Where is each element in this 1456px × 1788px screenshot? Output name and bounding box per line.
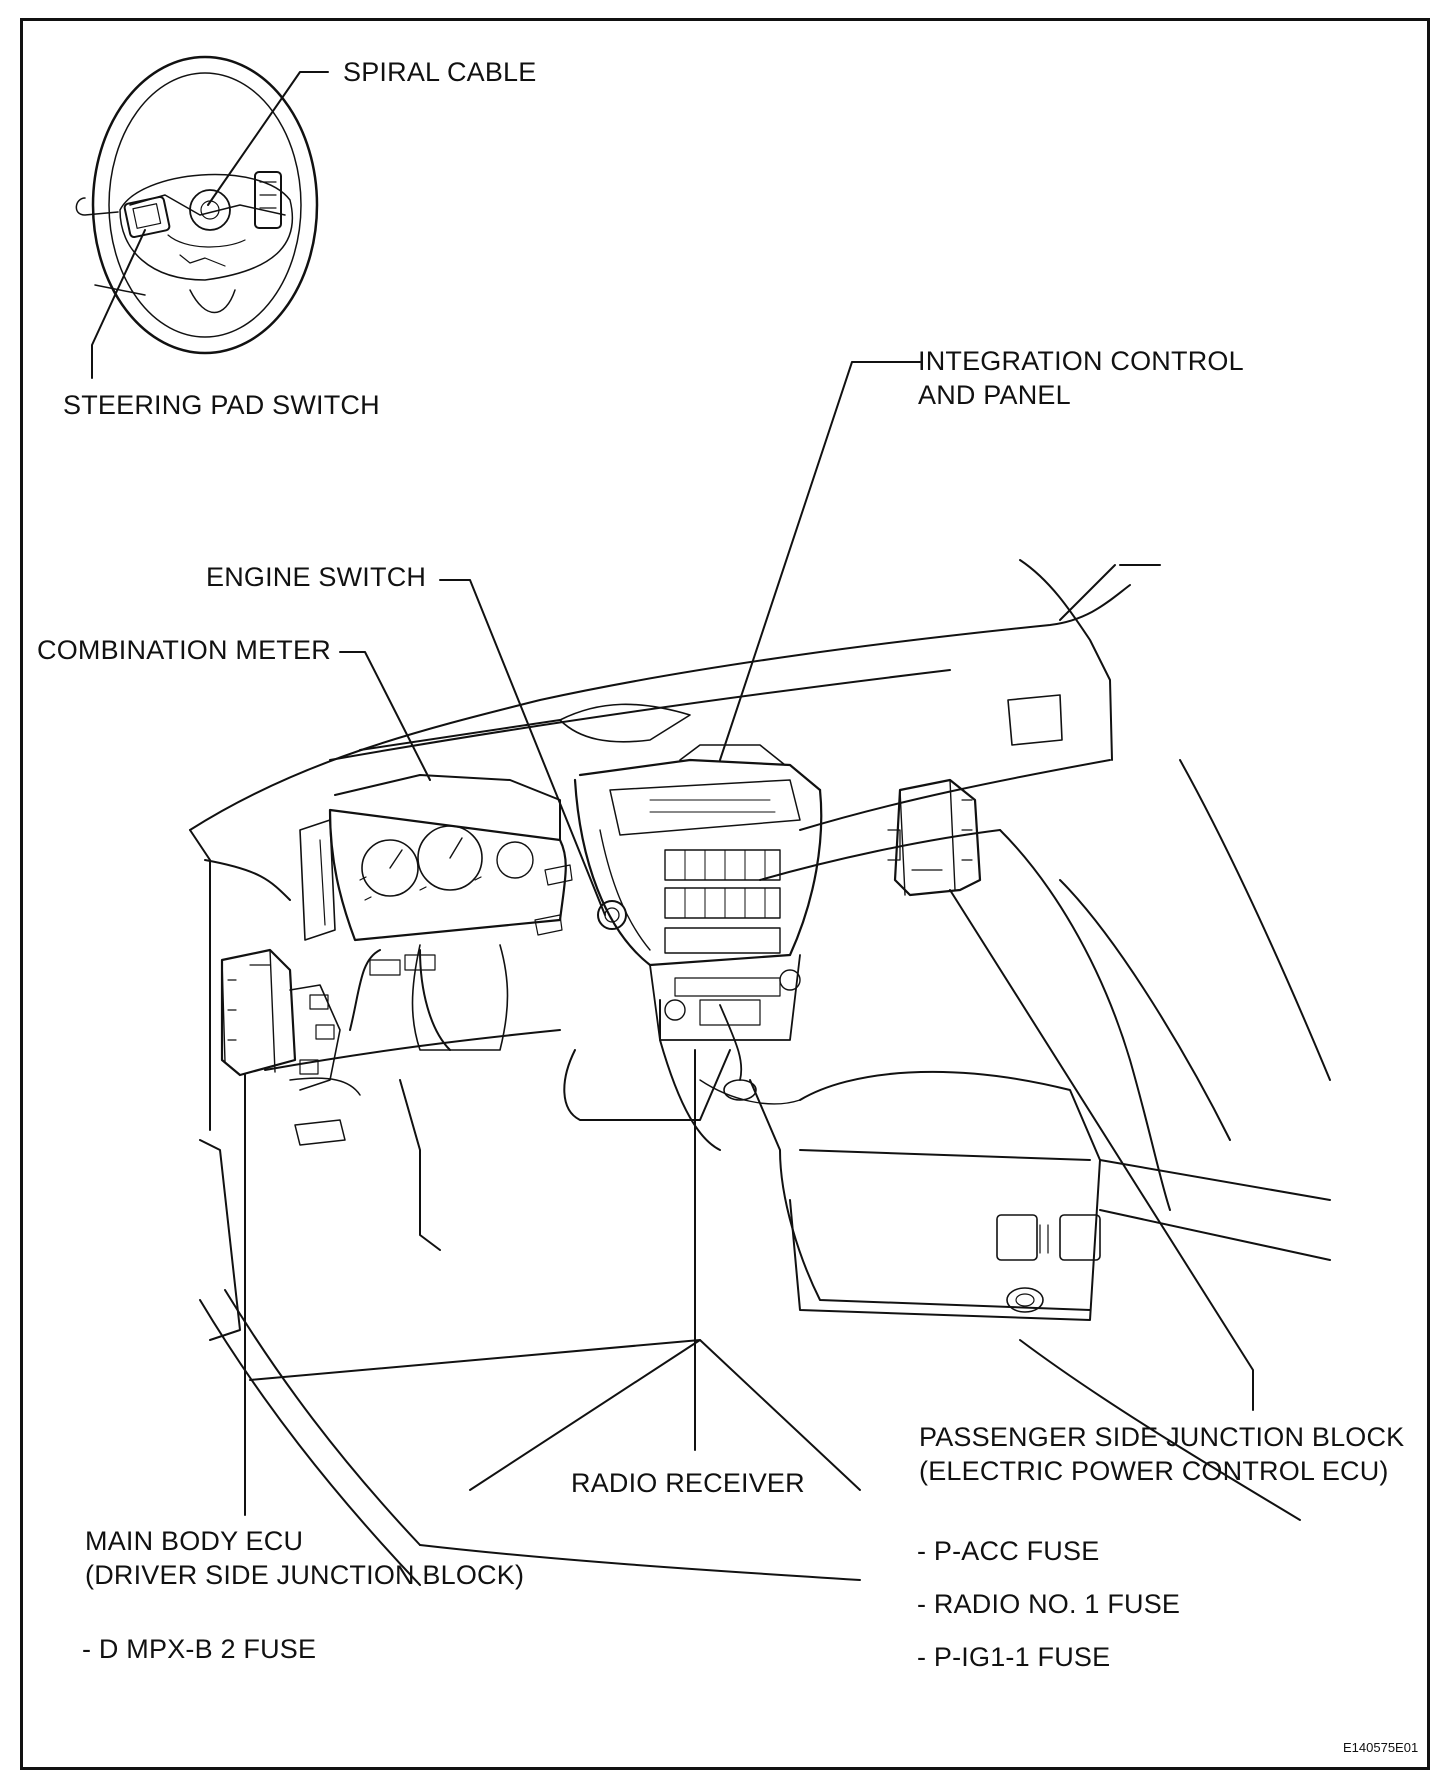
passenger-jb-leader [949,889,1254,1411]
center-stack [573,744,823,1105]
fuse-driver-1: - D MPX-B 2 FUSE [82,1634,317,1664]
label-engine-switch: ENGINE SWITCH [206,562,427,592]
steering-pad-leader [91,229,146,379]
passenger-side-junction-block [887,778,982,897]
label-main-body-ecu-line1: MAIN BODY ECU [85,1526,304,1556]
figure-code: E140575E01 [1343,1740,1419,1755]
dashboard-body [189,559,1331,1586]
label-radio-receiver: RADIO RECEIVER [571,1468,805,1498]
steering-wheel [75,55,319,355]
label-steering-pad-switch: STEERING PAD SWITCH [63,390,380,420]
label-main-body-ecu-line2: (DRIVER SIDE JUNCTION BLOCK) [85,1560,525,1590]
fuse-passenger-3: - P-IG1-1 FUSE [917,1642,1111,1672]
label-combination-meter: COMBINATION METER [37,635,331,665]
label-integration-control-line1: INTEGRATION CONTROL [918,346,1244,376]
label-passenger-jb-line2: (ELECTRIC POWER CONTROL ECU) [919,1456,1389,1486]
label-integration-control-line2: AND PANEL [918,380,1071,410]
engine-switch [597,900,627,930]
fuse-passenger-1: - P-ACC FUSE [917,1536,1100,1566]
main-body-ecu [220,948,341,1091]
spiral-cable-leader [207,71,329,206]
combination-meter-leader [339,651,431,781]
fuse-passenger-2: - RADIO NO. 1 FUSE [917,1589,1181,1619]
engine-switch-leader [439,579,606,916]
label-spiral-cable: SPIRAL CABLE [343,57,537,87]
combination-meter [299,774,573,1051]
integration-control-leader [719,361,921,761]
label-passenger-jb-line1: PASSENGER SIDE JUNCTION BLOCK [919,1422,1405,1452]
diagram-frame [20,18,1430,1770]
